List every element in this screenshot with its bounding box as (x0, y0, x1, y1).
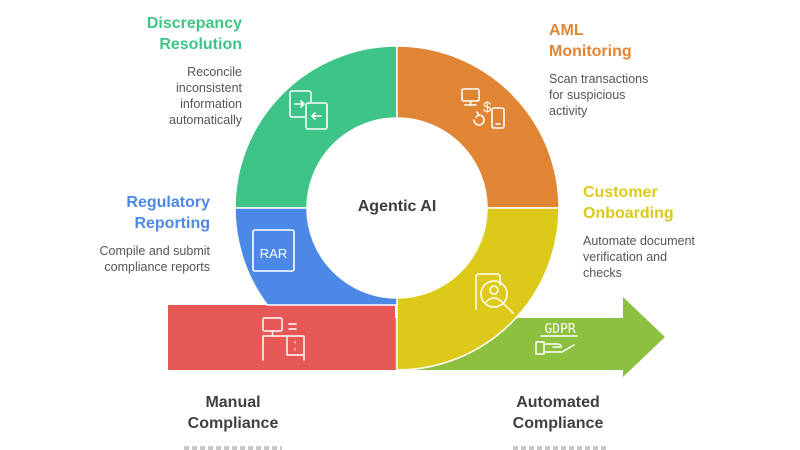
manual-title: Manual Compliance (158, 392, 308, 434)
manual-title-line1: Manual (205, 394, 261, 411)
center-label: Agentic AI (357, 198, 437, 215)
reporting-title-line1: Regulatory (126, 194, 210, 211)
reporting-title-line2: Reporting (134, 215, 210, 232)
manual-compliance-bar (168, 305, 395, 370)
label-manual-compliance: Manual Compliance (158, 392, 308, 434)
desc-line: information (180, 97, 242, 111)
label-regulatory-reporting: Regulatory Reporting Compile and submit … (10, 192, 210, 275)
label-discrepancy-resolution: Discrepancy Resolution Reconcile inconsi… (42, 13, 242, 128)
desc-line: compliance reports (104, 260, 210, 274)
onboarding-title-line2: Onboarding (583, 205, 674, 222)
desk-computer-icon (262, 317, 305, 361)
gdpr-icon-text: GDPR (544, 322, 575, 337)
aml-title-line2: Monitoring (549, 43, 632, 60)
user-search-document-icon (475, 273, 514, 314)
desc-line: for suspicious (549, 88, 626, 102)
discrepancy-title: Discrepancy Resolution (42, 13, 242, 55)
automated-compliance-arrow (395, 297, 665, 377)
onboarding-title-line1: Customer (583, 184, 658, 201)
automated-title-line2: Compliance (512, 415, 604, 432)
desc-line: inconsistent (175, 81, 242, 95)
rar-file-icon (252, 229, 295, 272)
desc-line: Reconcile (187, 65, 242, 79)
ring-segment-aml-monitoring (396, 45, 560, 209)
gdpr-hand-icon (535, 316, 582, 355)
rar-icon-text: RAR (260, 246, 287, 261)
automated-title-line1: Automated (516, 394, 600, 411)
label-aml-monitoring: AML Monitoring Scan transactions for sus… (549, 20, 749, 119)
desc-line: Compile and submit (99, 244, 210, 258)
aml-title-line1: AML (549, 22, 584, 39)
discrepancy-title-line1: Discrepancy (146, 15, 242, 32)
automated-title: Automated Compliance (483, 392, 633, 434)
discrepancy-description: Reconcile inconsistent information autom… (42, 64, 242, 128)
dollar-sign-glyph: $ (483, 99, 492, 116)
desc-line: verification and (583, 250, 668, 264)
desc-line: Automate document (583, 234, 695, 248)
discrepancy-title-line2: Resolution (159, 36, 242, 53)
onboarding-title: Customer Onboarding (583, 182, 783, 224)
aml-description: Scan transactions for suspicious activit… (549, 71, 749, 119)
manual-title-line2: Compliance (187, 415, 279, 432)
desc-line: Scan transactions (549, 72, 649, 86)
ring-segment-regulatory-reporting (234, 207, 398, 306)
label-automated-compliance: Automated Compliance (483, 392, 633, 434)
desc-line: checks (583, 266, 622, 280)
monitor-dollar-phone-icon (461, 88, 505, 129)
desc-line: activity (549, 104, 588, 118)
aml-title: AML Monitoring (549, 20, 749, 62)
onboarding-description: Automate document verification and check… (583, 233, 783, 281)
ring-segment-customer-onboarding (396, 207, 560, 371)
document-swap-icon (289, 90, 328, 130)
label-customer-onboarding: Customer Onboarding Automate document ve… (583, 182, 783, 281)
desc-line: automatically (169, 113, 242, 127)
automated-description-clipped (513, 446, 609, 450)
manual-description-clipped (184, 446, 282, 450)
reporting-description: Compile and submit compliance reports (10, 243, 210, 275)
reporting-title: Regulatory Reporting (10, 192, 210, 234)
